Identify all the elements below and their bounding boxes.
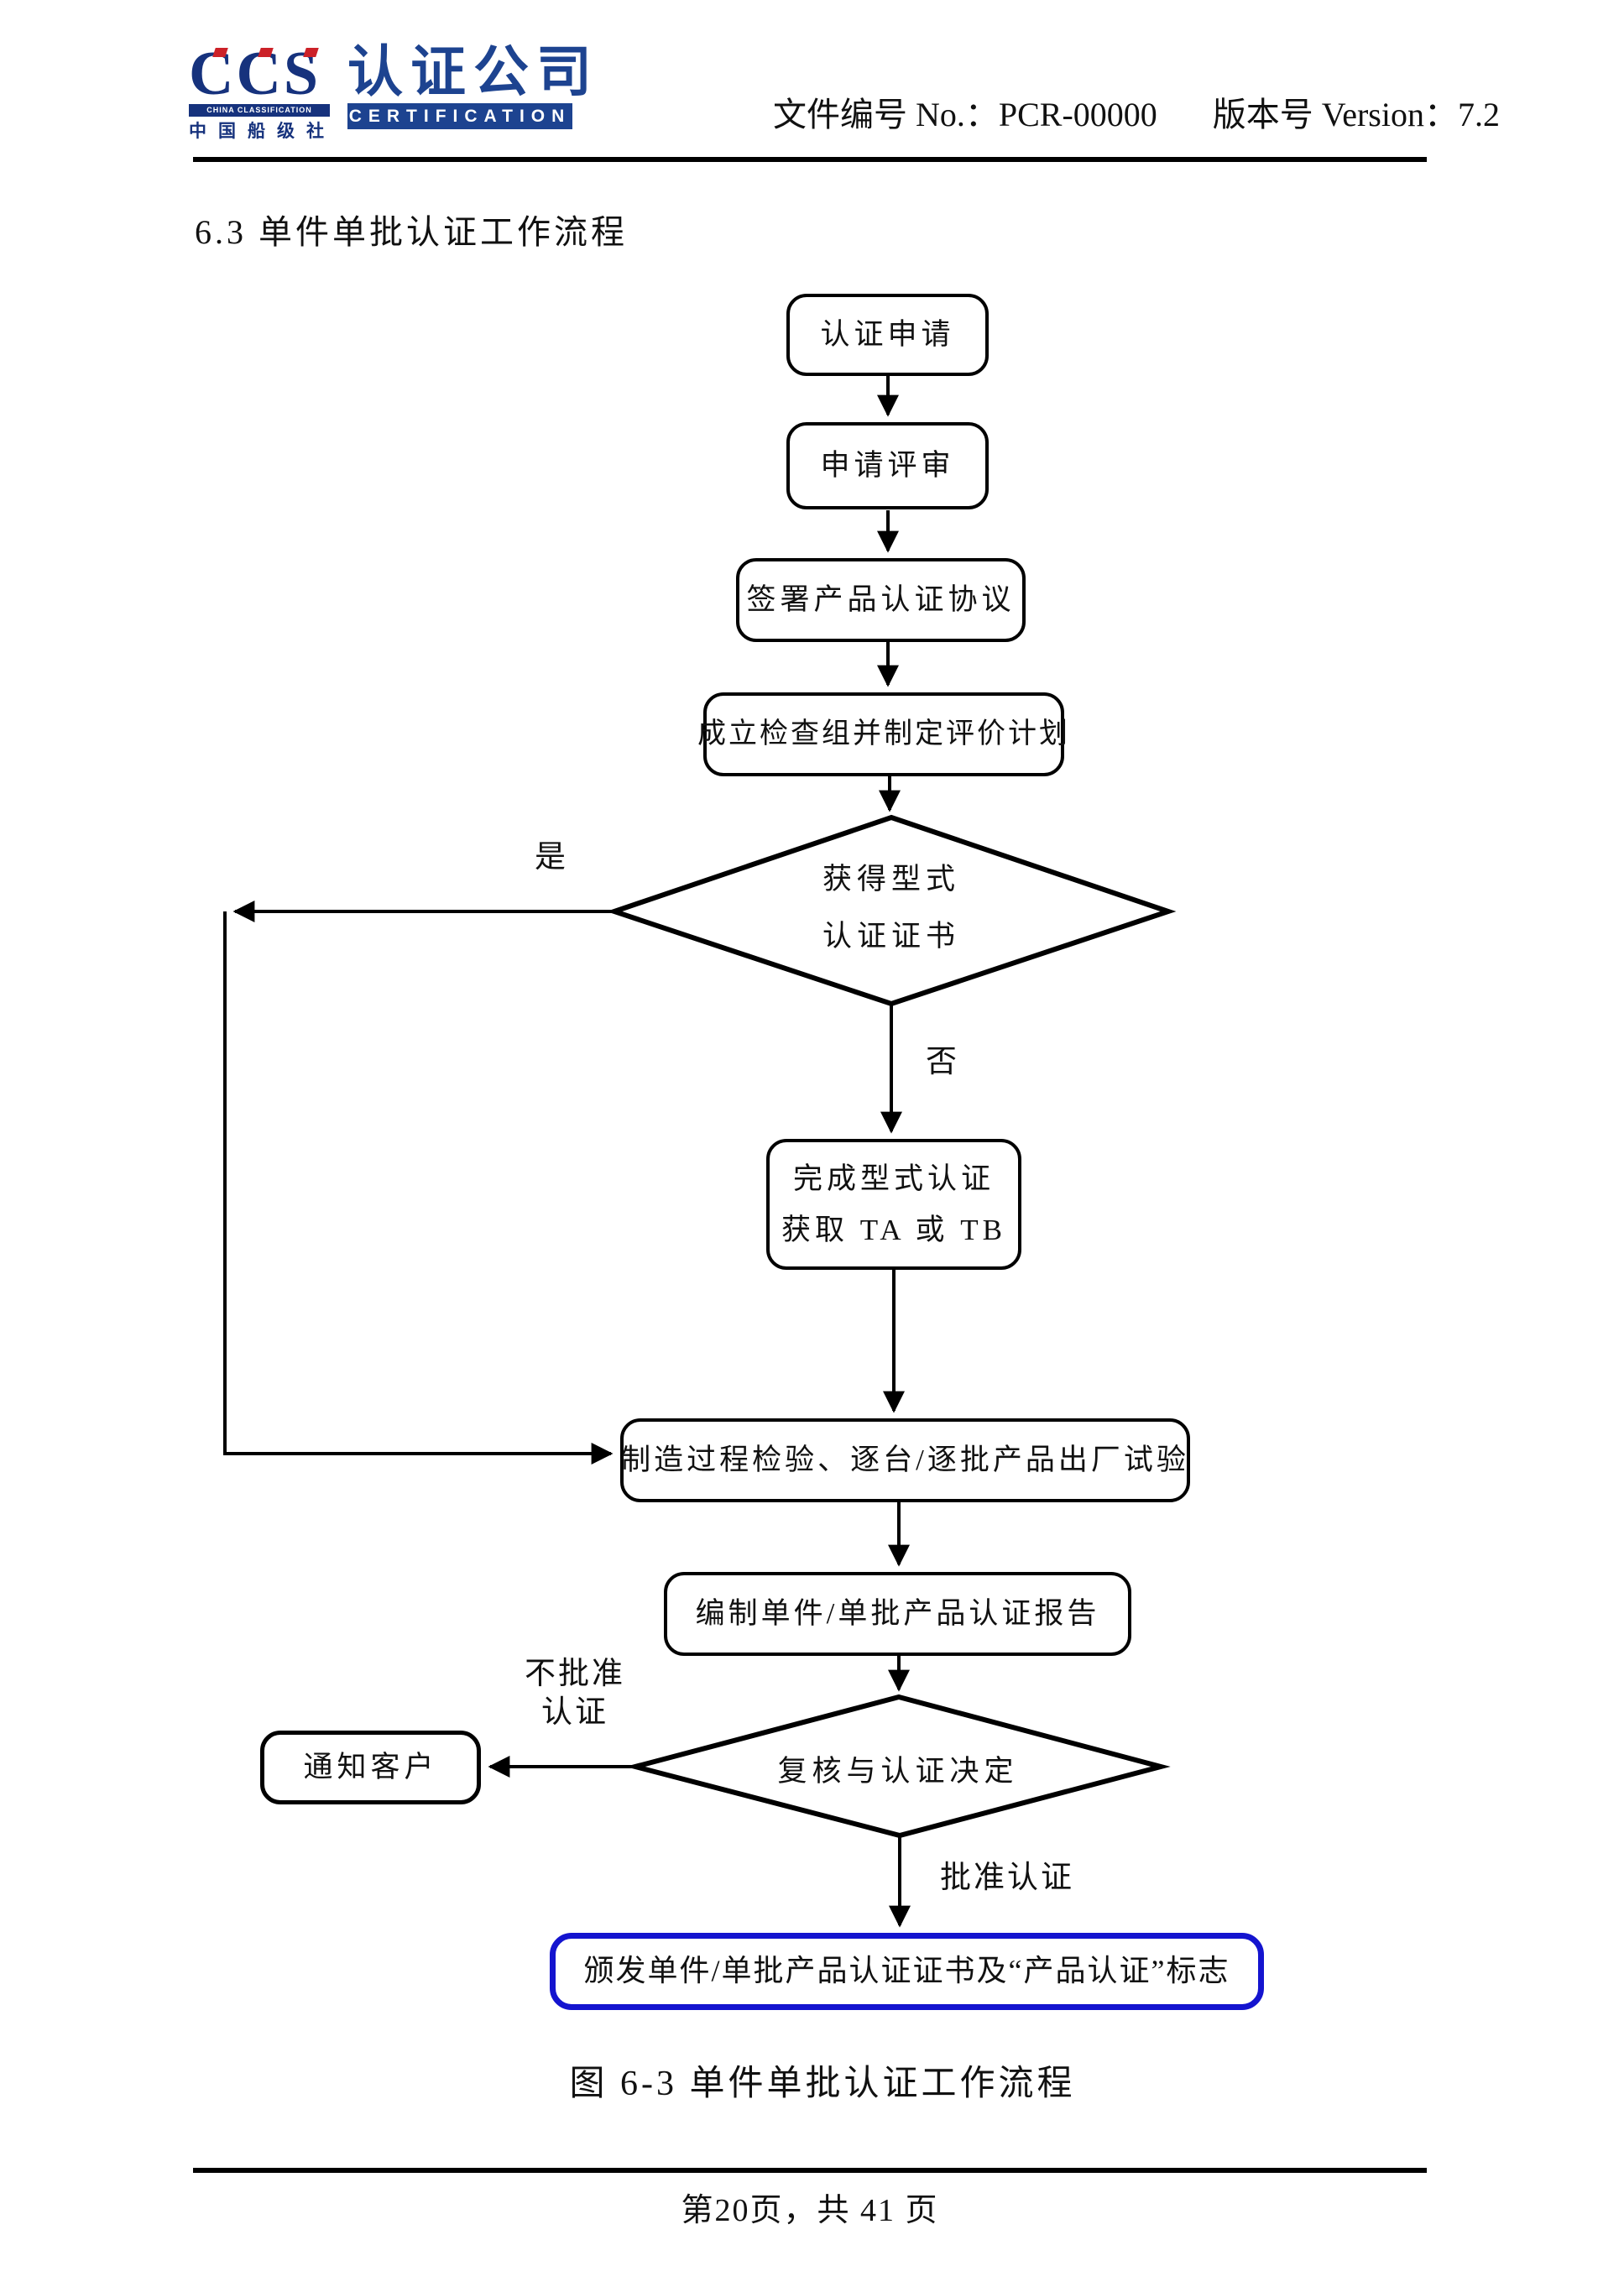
flow-node-setup-team: 成立检查组并制定评价计划 <box>697 692 1068 776</box>
edge-label-approved: 批准认证 <box>940 1861 1074 1895</box>
flow-node-notify-client-label: 通知客户 <box>303 1750 438 1783</box>
flow-node-sign-agreement-label: 签署产品认证协议 <box>746 582 1016 616</box>
header-doc-meta: 文件编号 No.：PCR-00000 版本号 Version：7.2 <box>773 87 1500 136</box>
section-title: 6.3 单件单批认证工作流程 <box>195 213 628 251</box>
edge-label-not-approved: 不批准 认证 <box>495 1655 655 1732</box>
flow-node-review-label: 申请评审 <box>820 448 955 482</box>
flow-node-complete-type-line1: 完成型式认证 <box>792 1162 995 1195</box>
ccs-logo-text: CCS <box>189 39 321 108</box>
flow-node-compile-report: 编制单件/单批产品认证报告 <box>664 1572 1131 1656</box>
flow-node-compile-report-label: 编制单件/单批产品认证报告 <box>695 1596 1100 1630</box>
ccs-company-cn: 认证公司 <box>347 42 599 103</box>
flow-node-issue-certificate: 颁发单件/单批产品认证证书及“产品认证”标志 <box>550 1933 1264 2010</box>
decision-diamond-review <box>625 1694 1171 1839</box>
footer-rule <box>193 2168 1427 2173</box>
flow-node-issue-certificate-label: 颁发单件/单批产品认证证书及“产品认证”标志 <box>583 1954 1230 1988</box>
flow-node-complete-type: 完成型式认证 获取 TA 或 TB <box>766 1139 1021 1270</box>
edge-label-no: 否 <box>926 1045 959 1079</box>
flow-node-review: 申请评审 <box>786 422 989 509</box>
flow-node-factory-inspection-label: 制造过程检验、逐台/逐批产品出厂试验 <box>621 1443 1189 1476</box>
ccs-logo-left: CCS CHINA CLASSIFICATION SOCIETY 中国船级社 <box>189 39 336 143</box>
flow-node-notify-client: 通知客户 <box>260 1731 481 1804</box>
ccs-society-cn: 中国船级社 <box>189 121 336 141</box>
flow-node-factory-inspection: 制造过程检验、逐台/逐批产品出厂试验 <box>620 1418 1190 1502</box>
flow-node-apply-label: 认证申请 <box>820 317 955 351</box>
header-rule <box>193 157 1427 162</box>
ccs-society-en-band: CHINA CLASSIFICATION SOCIETY <box>189 104 330 127</box>
decision-diamond-type-cert <box>606 814 1177 1007</box>
figure-caption: 图 6-3 单件单批认证工作流程 <box>569 2065 1076 2103</box>
flow-node-complete-type-line2: 获取 TA 或 TB <box>781 1214 1006 1246</box>
flow-node-sign-agreement: 签署产品认证协议 <box>736 558 1026 642</box>
decision-type-cert-line2: 认证证书 <box>822 920 960 953</box>
decision-review-text: 复核与认证决定 <box>777 1755 1019 1788</box>
edge-label-not-approved-line2: 认证 <box>541 1695 608 1730</box>
doc-version: 版本号 Version：7.2 <box>1212 96 1500 133</box>
edge-label-yes: 是 <box>535 840 568 875</box>
edge-label-not-approved-line1: 不批准 <box>525 1657 625 1691</box>
page-number: 第20页，共 41 页 <box>681 2193 939 2228</box>
ccs-certification-band: CERTIFICATION <box>347 103 572 129</box>
flow-node-setup-team-label: 成立检查组并制定评价计划 <box>697 718 1070 749</box>
decision-type-cert-line1: 获得型式 <box>822 863 960 895</box>
flow-node-apply: 认证申请 <box>786 294 989 376</box>
decision-type-cert-text: 获得型式 认证证书 <box>739 851 1044 965</box>
ccs-logo-right: 认证公司 CERTIFICATION <box>347 42 599 129</box>
ccs-logo: CCS CHINA CLASSIFICATION SOCIETY 中国船级社 认… <box>189 39 599 143</box>
doc-number: 文件编号 No.：PCR-00000 <box>772 96 1157 133</box>
